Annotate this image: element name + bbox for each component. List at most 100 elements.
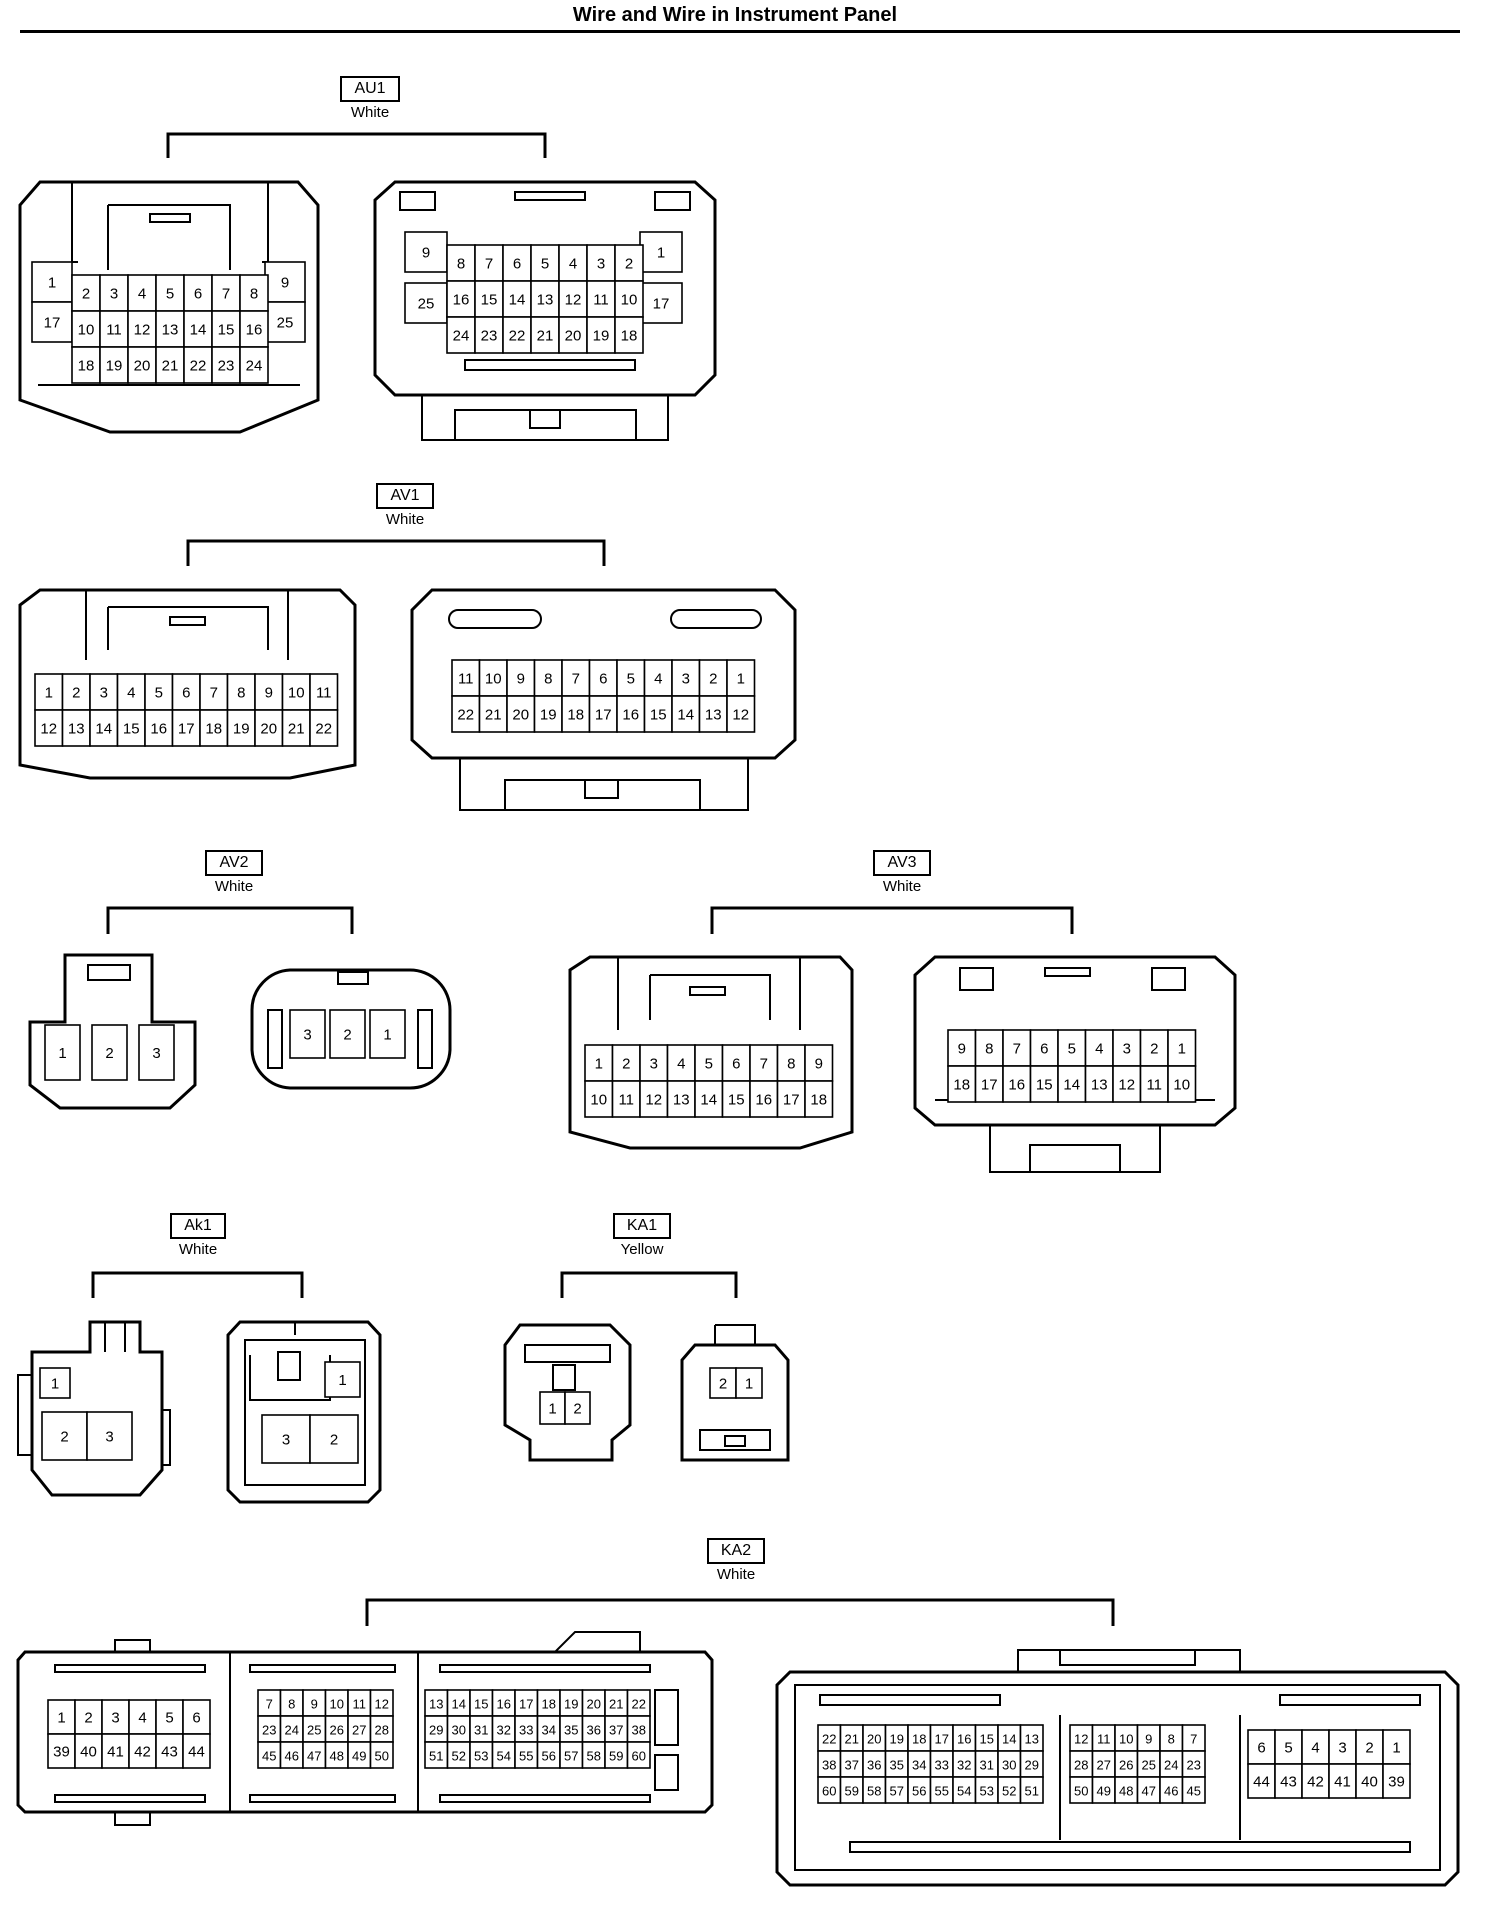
pin-cell: 14 <box>997 1724 1022 1752</box>
pin-cell: 7 <box>257 1689 282 1717</box>
pin-number: 21 <box>537 328 554 345</box>
pin-box <box>128 1733 157 1769</box>
pin-number: 44 <box>188 1744 205 1761</box>
pin-cell: 28 <box>369 1715 394 1743</box>
pin-cell: 11 <box>586 280 616 318</box>
pin-box <box>1247 1763 1276 1799</box>
pin-box <box>89 709 119 747</box>
pin-cell: 24 <box>446 316 476 354</box>
pin-number: 4 <box>138 286 146 303</box>
pin-number: 23 <box>481 328 498 345</box>
pin-cell: 14 <box>502 280 532 318</box>
av2-left-body <box>28 953 197 1110</box>
pin-number: 1 <box>737 671 745 688</box>
connector-code: AU1 <box>340 76 400 102</box>
pin-number: 6 <box>732 1056 740 1073</box>
pin-number: 29 <box>429 1723 443 1738</box>
pin-cell: 27 <box>347 1715 372 1743</box>
pin-cell: 2 <box>91 1024 128 1081</box>
pin-cell: 10 <box>71 310 101 348</box>
pin-cell: 49 <box>1091 1776 1116 1804</box>
au1-right-body <box>373 180 717 441</box>
pin-box <box>182 1699 211 1735</box>
pin-box <box>539 1391 566 1425</box>
pin-number: 1 <box>51 1376 59 1393</box>
pin-number: 18 <box>621 328 638 345</box>
pin-cell: 44 <box>182 1733 211 1769</box>
pin-number: 35 <box>564 1723 578 1738</box>
pin-cell: 48 <box>324 1741 349 1769</box>
pin-cell: 7 <box>199 673 229 711</box>
pin-cell: 1 <box>639 231 683 273</box>
pin-cell: 17 <box>31 301 73 343</box>
pin-number: 10 <box>1173 1077 1190 1094</box>
pin-cell: 23 <box>474 316 504 354</box>
pin-number: 8 <box>288 1697 295 1712</box>
pin-cell: 18 <box>907 1724 932 1752</box>
pin-cell: 34 <box>536 1715 561 1743</box>
connector-color: Yellow <box>620 1241 664 1258</box>
pin-box <box>44 1024 81 1081</box>
pin-number: 44 <box>1253 1774 1270 1791</box>
ka1-right-body <box>680 1324 790 1462</box>
pin-cell: 37 <box>604 1715 629 1743</box>
pin-cell: 14 <box>89 709 119 747</box>
pin-box <box>666 1044 696 1082</box>
pin-number: 10 <box>78 322 95 339</box>
pin-cell: 19 <box>226 709 256 747</box>
pin-cell: 14 <box>671 695 701 733</box>
pin-number: 3 <box>1338 1740 1346 1757</box>
pin-number: 20 <box>512 707 529 724</box>
pin-box <box>329 1009 366 1059</box>
pin-number: 18 <box>810 1092 827 1109</box>
pin-cell: 10 <box>478 659 508 697</box>
pin-cell: 49 <box>347 1741 372 1769</box>
pin-cell: 43 <box>1274 1763 1303 1799</box>
pin-number: 11 <box>106 322 122 339</box>
pin-cell: 19 <box>99 346 129 384</box>
pin-number: 21 <box>845 1732 859 1747</box>
pin-number: 20 <box>565 328 582 345</box>
pin-cell: 6 <box>1247 1729 1276 1765</box>
pin-number: 50 <box>1074 1784 1088 1799</box>
pin-box <box>71 274 101 312</box>
pin-box <box>502 280 532 318</box>
pin-cell: 16 <box>144 709 174 747</box>
pin-number: 37 <box>845 1758 859 1773</box>
pin-number: 32 <box>497 1723 511 1738</box>
pin-box <box>639 231 683 273</box>
pin-number: 43 <box>161 1744 178 1761</box>
pin-box <box>626 1741 651 1769</box>
pin-cell: 2 <box>309 1414 359 1464</box>
pin-number: 22 <box>190 358 207 375</box>
pin-box <box>709 1367 737 1399</box>
pin-number: 17 <box>935 1732 949 1747</box>
pin-number: 56 <box>912 1784 926 1799</box>
pin-cell: 17 <box>514 1689 539 1717</box>
pin-box <box>128 1699 157 1735</box>
pin-cell: 47 <box>1136 1776 1161 1804</box>
pin-number: 1 <box>1392 1740 1400 1757</box>
pin-number: 7 <box>1190 1732 1197 1747</box>
pin-number: 1 <box>548 1401 556 1418</box>
pin-cell: 1 <box>34 673 64 711</box>
pin-cell: 6 <box>171 673 201 711</box>
pin-number: 53 <box>980 1784 994 1799</box>
pin-cell: 9 <box>302 1689 327 1717</box>
pin-number: 9 <box>265 685 273 702</box>
pin-cell: 12 <box>1112 1065 1142 1103</box>
pin-cell: 59 <box>604 1741 629 1769</box>
pin-cell: 23 <box>257 1715 282 1743</box>
pin-number: 3 <box>303 1027 311 1044</box>
pin-cell: 2 <box>564 1391 591 1425</box>
pin-cell: 35 <box>559 1715 584 1743</box>
pin-number: 23 <box>218 358 235 375</box>
pin-cell: 9 <box>506 659 536 697</box>
pin-number: 2 <box>625 256 633 273</box>
pin-cell: 22 <box>451 695 481 733</box>
pin-number: 26 <box>330 1723 344 1738</box>
pin-box <box>239 346 269 384</box>
pin-number: 22 <box>457 707 474 724</box>
connector-color: White <box>385 511 425 528</box>
pin-cell: 18 <box>199 709 229 747</box>
